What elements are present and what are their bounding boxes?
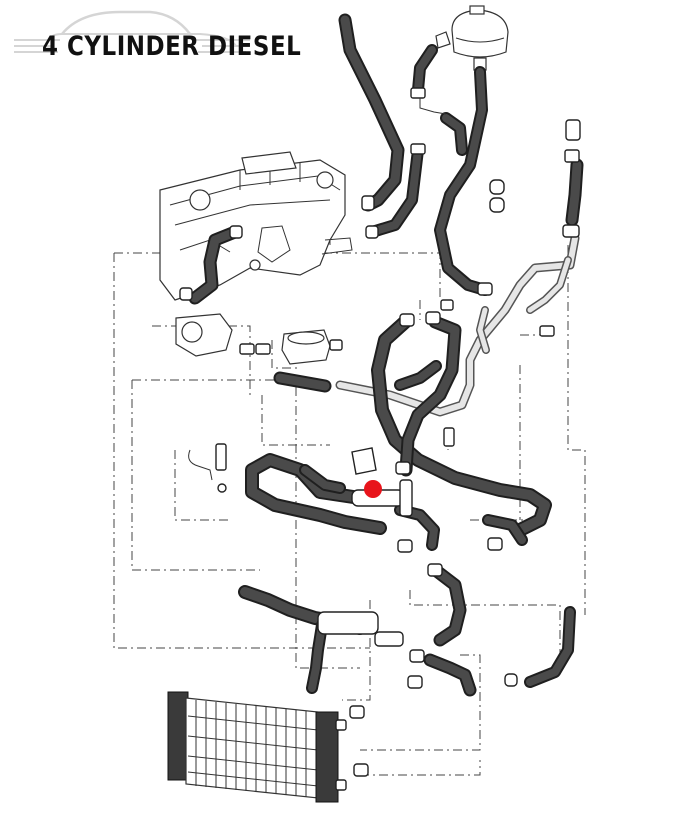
engine-block (159, 151, 353, 301)
expansion-tank (435, 5, 509, 71)
location-dot-icon[interactable] (364, 480, 382, 498)
hose-clamps (179, 87, 581, 777)
classic-car-logo-icon (14, 10, 250, 53)
thermostat-housings (175, 313, 343, 365)
coolant-hoses (188, 13, 584, 697)
page-title: 4 CYLINDER DIESEL (42, 32, 302, 62)
radiator (167, 691, 347, 803)
